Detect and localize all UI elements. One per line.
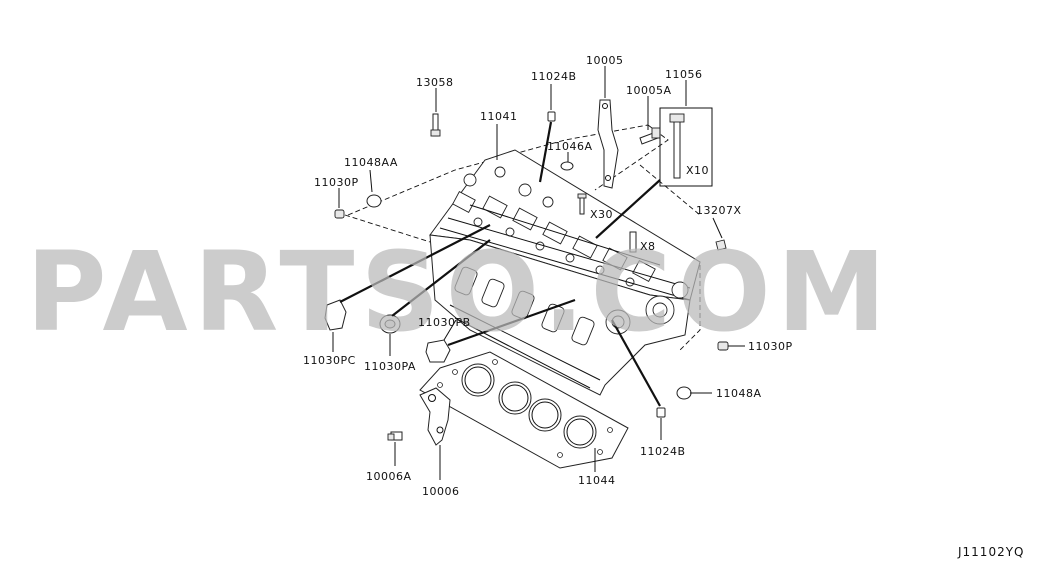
- label-11030p-left: 11030P: [314, 176, 359, 189]
- label-10006a: 10006A: [366, 470, 412, 483]
- label-11044: 11044: [578, 474, 616, 487]
- bracket-10005: [597, 99, 619, 189]
- label-11056: 11056: [665, 68, 703, 81]
- leader-lines: [332, 66, 745, 480]
- label-11030pb: 11030PB: [418, 316, 471, 329]
- label-10005: 10005: [586, 54, 624, 67]
- label-13207x: 13207X: [696, 204, 742, 217]
- label-11041: 11041: [480, 110, 518, 123]
- diagram-reference-code: J11102YQ: [957, 545, 1025, 559]
- label-x8: X8: [640, 240, 656, 253]
- label-11048a: 11048A: [716, 387, 762, 400]
- bracket-10006: [419, 387, 451, 446]
- label-11030pc: 11030PC: [303, 354, 356, 367]
- label-11030p-right: 11030P: [748, 340, 793, 353]
- label-11024b-top: 11024B: [531, 70, 577, 83]
- label-x30: X30: [590, 208, 613, 221]
- head-gasket: [419, 351, 629, 469]
- small-parts: [324, 107, 729, 441]
- label-x10: X10: [686, 164, 709, 177]
- label-11046a: 11046A: [547, 140, 593, 153]
- watermark: PARTSO.COM: [26, 228, 892, 356]
- label-10005a: 10005A: [626, 84, 672, 97]
- label-10006: 10006: [422, 485, 460, 498]
- label-11024b-bottom: 11024B: [640, 445, 686, 458]
- label-13058: 13058: [416, 76, 454, 89]
- cylinder-head: [429, 149, 701, 396]
- label-11048aa: 11048AA: [344, 156, 398, 169]
- label-11030pa: 11030PA: [364, 360, 416, 373]
- part-labels: 13058 11024B 10005 11056 10005A 11041 11…: [303, 54, 793, 498]
